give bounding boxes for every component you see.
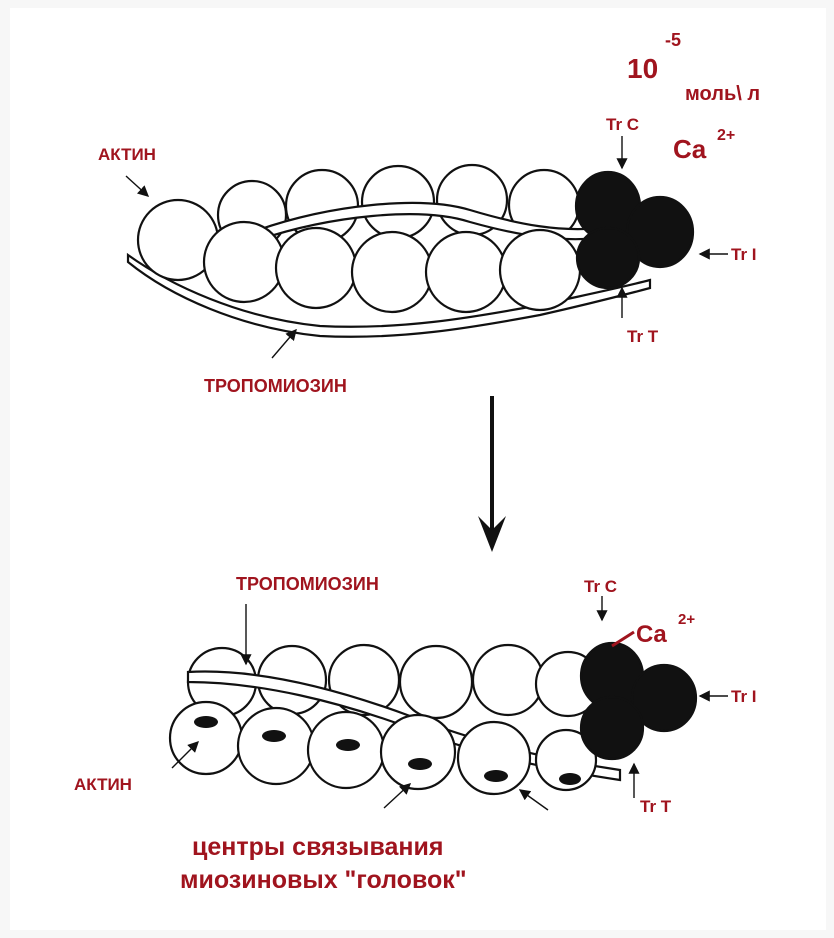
top-actin-label: АКТИН [98,145,156,164]
top-trt-label: Tr T [627,327,659,346]
bottom-trc-label: Tr C [584,577,617,596]
bottom-caption-line2: миозиновых "головок" [180,866,467,894]
top-trc-label: Tr C [606,115,639,134]
bottom-troponin-t [581,697,643,759]
binding-site [559,773,581,785]
bottom-trt-label: Tr T [640,797,672,816]
top-concentration-unit: моль\ л [685,83,760,105]
bottom-caption-line1: центры связывания [192,833,444,861]
top-tri-label: Tr I [731,245,757,264]
binding-site [484,770,508,782]
top-tropomyosin-label: ТРОПОМИОЗИН [204,376,347,396]
bottom-ca-charge: 2+ [678,611,695,628]
bottom-actin-label: АКТИН [74,775,132,794]
bottom-ca-label: Ca [636,621,667,648]
top-troponin-t [577,228,639,288]
bottom-tropomyosin-label: ТРОПОМИОЗИН [236,574,379,594]
top-ca-label: Ca [673,134,707,164]
top-concentration-exponent: -5 [665,30,681,50]
bottom-filament [170,643,696,794]
top-concentration-base: 10 [627,53,658,84]
binding-site [194,716,218,728]
binding-site [336,739,360,751]
binding-site [262,730,286,742]
bottom-tri-label: Tr I [731,687,757,706]
top-ca-charge: 2+ [717,127,735,144]
binding-site [408,758,432,770]
